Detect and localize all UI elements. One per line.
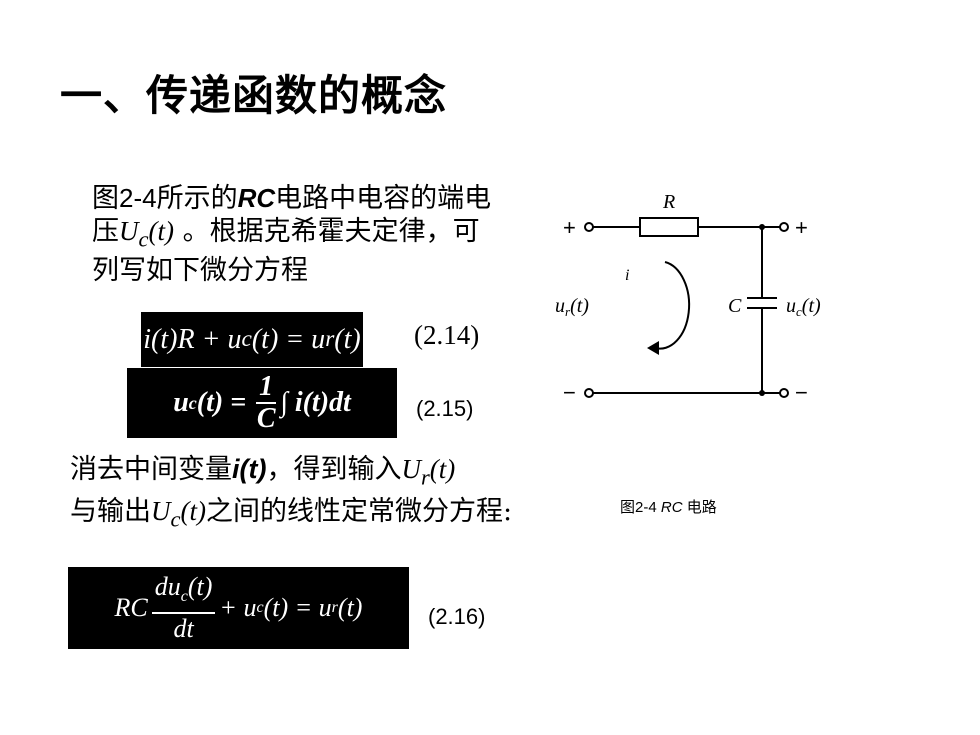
text: 图 [92, 183, 119, 214]
figure-ref: 2-4 [119, 183, 157, 213]
frac-numerator: duc(t) [151, 571, 216, 615]
resistor [639, 217, 699, 237]
eq-part: u [173, 387, 189, 418]
eq-part: du [154, 571, 181, 601]
output-u: u [786, 295, 796, 317]
terminal [779, 222, 789, 232]
junction-dot [759, 224, 765, 230]
uc-sub: c [170, 506, 181, 532]
text: 与输出 [70, 496, 151, 528]
ur-sub: r [420, 464, 430, 490]
eq-part: (t) [334, 323, 361, 355]
frac-denominator: C [256, 403, 276, 434]
slide-title: 一、传递函数的概念 [60, 71, 448, 120]
capacitor-label: C [728, 295, 742, 317]
uc-letter: U [151, 496, 171, 527]
resistor-label: R [662, 191, 675, 213]
paragraph-derivation: 消去中间变量i(t)，得到输入Ur(t) 与输出Uc(t)之间的线性定常微分方程… [70, 452, 540, 537]
eq-part: (t) [337, 593, 363, 622]
paragraph-intro: 图2-4所示的RC电路中电容的端电压Uc(t) 。根据克希霍夫定律，可列写如下微… [92, 182, 492, 287]
eq-sub: c [241, 326, 252, 352]
equation-number: (2.16) [428, 604, 486, 629]
output-voltage-label: uc(t) [786, 295, 821, 319]
minus-left: − [563, 380, 576, 405]
eq-part: (t) [187, 571, 213, 601]
equation-number: (2.14) [414, 320, 480, 350]
uc-letter: U [119, 216, 139, 246]
current-label: i [625, 267, 629, 284]
ur-arg: (t) [429, 454, 456, 484]
frac-denominator: dt [173, 614, 194, 644]
eq-sub: c [180, 588, 188, 606]
text: 之间的线性定常微分方程: [205, 496, 513, 528]
plus-left: + [563, 215, 576, 240]
plus-right: + [795, 215, 808, 240]
fraction: duc(t)dt [151, 571, 216, 644]
uc-symbol: Uc(t) [119, 216, 174, 251]
frac-numerator: 1 [256, 372, 277, 404]
equation-number: (2.15) [416, 396, 474, 421]
caption-rc: RC [660, 499, 683, 516]
eq-part: ∫ i(t)dt [280, 387, 351, 418]
eq-sub: r [331, 599, 338, 616]
terminal [779, 388, 789, 398]
output-arg: (t) [802, 295, 821, 317]
input-u: u [555, 295, 565, 317]
rc-circuit-diagram: R C i ur(t) uc(t) + + − − [555, 191, 821, 405]
eq-sub: r [325, 326, 335, 352]
ur-letter: U [401, 454, 421, 484]
minus-right: − [795, 380, 808, 405]
terminal [584, 388, 594, 398]
uc-symbol: Uc(t) [151, 496, 206, 531]
junction-dot [759, 390, 765, 396]
text: ，得到输入 [266, 454, 402, 485]
output-sub: c [796, 304, 802, 319]
eq-part: (t) = u [263, 593, 332, 622]
uc-sub: c [138, 226, 149, 252]
eq-part: + u [219, 593, 257, 622]
eq-sub: c [256, 599, 264, 616]
rc-label: RC [237, 183, 276, 213]
current-arrow [654, 261, 691, 350]
input-arg: (t) [570, 295, 589, 317]
input-voltage-label: ur(t) [555, 295, 589, 319]
figure-caption: 图2-4 RC 电路 [620, 496, 717, 517]
terminal [584, 222, 594, 232]
uc-arg: (t) [180, 496, 206, 527]
text: 电路中电容的端电压 [92, 183, 492, 247]
input-sub: r [565, 304, 571, 319]
text: 消去中间变量 [70, 454, 232, 485]
uc-arg: (t) [148, 216, 174, 246]
ur-symbol: Ur(t) [401, 454, 456, 489]
caption-fig: 图2-4 [620, 499, 657, 516]
eq-part: RC [114, 593, 148, 622]
text: 所示的 [156, 183, 238, 214]
var-i: i(t) [232, 454, 267, 484]
arrow-head [647, 341, 659, 355]
caption-text: 电路 [682, 499, 717, 516]
text: 。根据克希霍夫定律，可列写如下微分方程 [92, 216, 480, 287]
eq-part: i(t)R + u [143, 323, 242, 355]
eq-part: (t) = u [251, 323, 326, 355]
eq-sub: c [188, 392, 197, 413]
eq-part: (t) = [196, 387, 247, 418]
